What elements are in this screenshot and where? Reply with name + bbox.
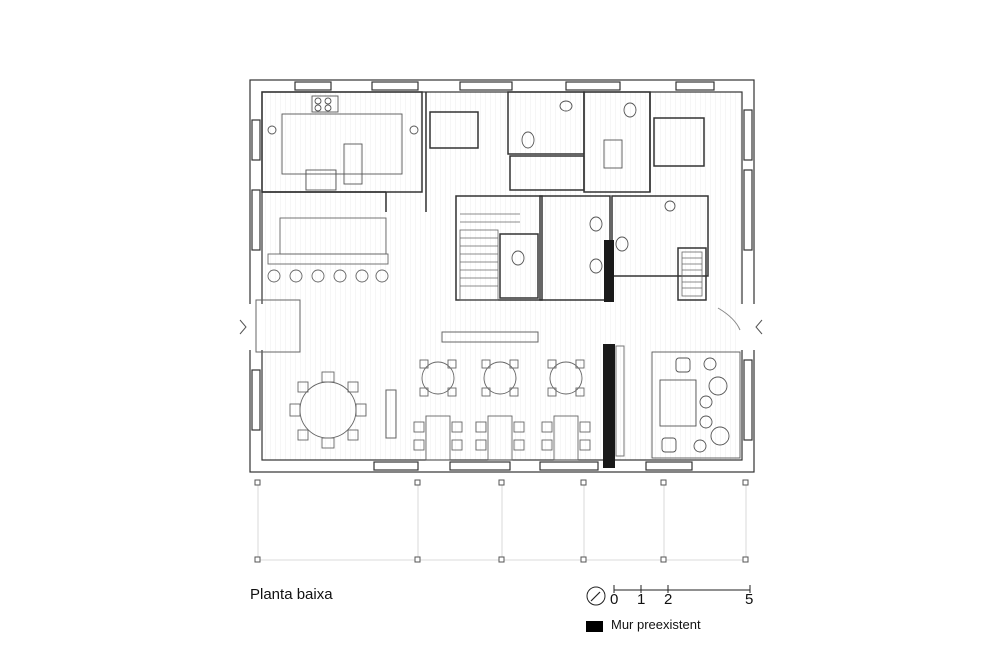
staircase xyxy=(459,213,703,301)
interior-walls xyxy=(261,91,709,301)
scale-tick-label: 1 xyxy=(637,591,646,608)
scale-tick-label: 2 xyxy=(664,591,673,608)
lounge-area xyxy=(651,351,741,459)
terrace-grid xyxy=(257,484,747,561)
round-table xyxy=(289,371,367,449)
bathroom-fixtures xyxy=(511,100,676,274)
legend-label: Mur preexistent xyxy=(611,617,701,632)
entrance-east xyxy=(717,304,763,350)
dining-tables xyxy=(413,415,591,461)
kitchen-fixtures xyxy=(267,95,419,191)
long-bench-west xyxy=(385,389,397,439)
terrace-posts xyxy=(254,479,749,563)
legend-swatch xyxy=(586,621,603,632)
scale-tick-label: 0 xyxy=(610,591,619,608)
cafe-tables xyxy=(419,359,585,397)
shelf xyxy=(615,345,625,457)
bench xyxy=(441,331,539,343)
north-arrow-icon xyxy=(586,586,606,606)
plan-title: Planta baixa xyxy=(250,586,333,603)
entrance-west xyxy=(239,299,301,353)
scale-bar xyxy=(613,585,751,593)
bar-counter xyxy=(267,217,389,283)
scale-tick-label: 5 xyxy=(745,591,754,608)
preexisting-walls xyxy=(603,240,615,468)
